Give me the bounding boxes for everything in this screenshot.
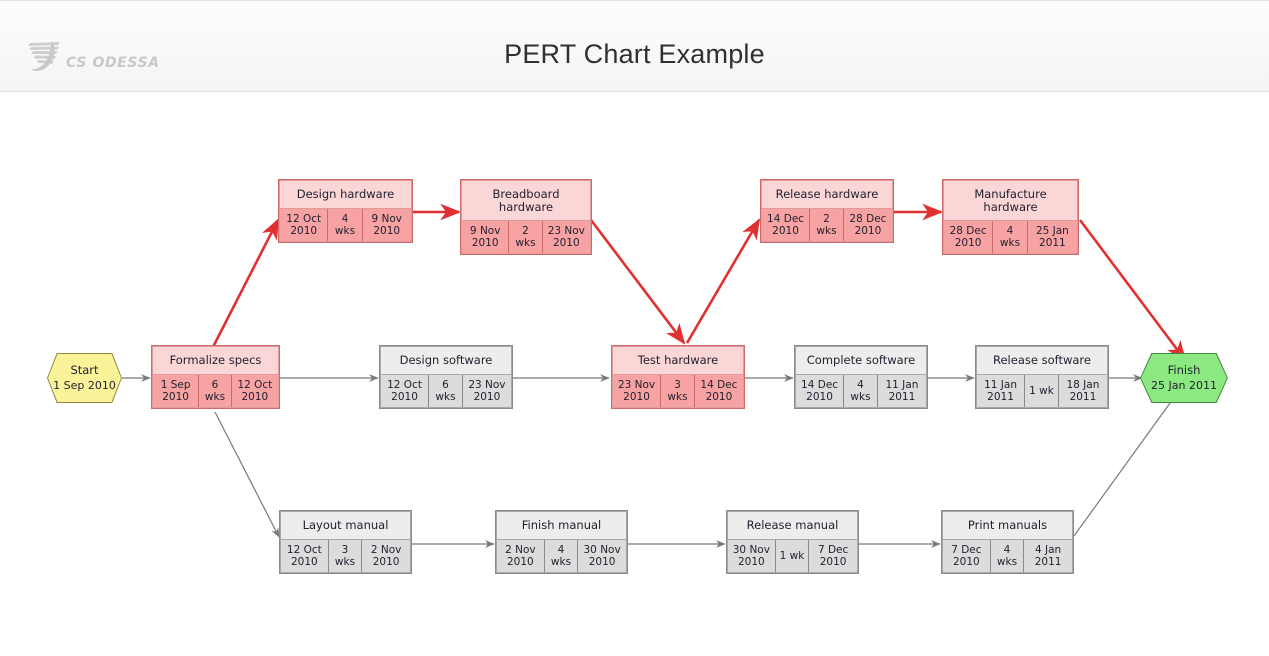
page-header: CS ODESSA PERT Chart Example	[0, 0, 1269, 92]
task-detail-row: 12 Oct 2010 3 wks 2 Nov 2010	[280, 540, 411, 573]
task-end-date: 28 Dec 2010	[849, 213, 887, 237]
task-title: Finish manual	[496, 511, 627, 540]
task-start-date: 9 Nov 2010	[462, 221, 510, 253]
task-duration: 4 wks	[844, 375, 878, 407]
task-start-date: 2 Nov 2010	[497, 540, 545, 572]
task-duration: 4 wks	[328, 209, 363, 241]
task-start-date: 12 Oct 2010	[381, 375, 430, 407]
task-end-date: 30 Nov 2010	[583, 544, 621, 568]
task-design-hardware[interactable]: Design hardware 12 Oct 2010 4 wks 9 Nov …	[278, 179, 413, 243]
task-duration: 4 wks	[993, 221, 1028, 253]
task-end-date: 25 Jan 2011	[1035, 225, 1069, 249]
task-start-date: 7 Dec 2010	[943, 540, 991, 572]
task-end-date: 11 Jan 2011	[885, 379, 919, 403]
task-detail-row: 28 Dec 2010 4 wks 25 Jan 2011	[943, 221, 1078, 254]
finish-node-label: Finish	[1167, 363, 1201, 377]
task-title: Print manuals	[942, 511, 1073, 540]
task-title: Breadboard hardware	[461, 180, 591, 221]
task-duration: 3 wks	[329, 540, 363, 572]
task-end-date: 9 Nov 2010	[371, 213, 402, 237]
task-duration: 1 wk	[1025, 375, 1059, 407]
task-duration: 6 wks	[429, 375, 463, 407]
finish-node-date: 25 Jan 2011	[1151, 379, 1217, 392]
task-start-date: 14 Dec 2010	[796, 375, 845, 407]
task-detail-row: 9 Nov 2010 2 wks 23 Nov 2010	[461, 221, 591, 254]
task-title: Release manual	[727, 511, 858, 540]
task-duration: 4 wks	[545, 540, 579, 572]
task-start-date: 28 Dec 2010	[944, 221, 994, 253]
edge-formalize-specs-to-design-hardware	[211, 218, 280, 348]
task-release-hardware[interactable]: Release hardware 14 Dec 2010 2 wks 28 De…	[760, 179, 894, 243]
task-finish-manual[interactable]: Finish manual 2 Nov 2010 4 wks 30 Nov 20…	[495, 510, 628, 574]
task-detail-row: 14 Dec 2010 2 wks 28 Dec 2010	[761, 209, 893, 242]
swoosh-logo-icon	[28, 41, 60, 72]
task-start-date: 23 Nov 2010	[613, 375, 662, 407]
start-node-label: Start	[70, 363, 99, 377]
task-manufacture-hardware[interactable]: Manufacture hardware 28 Dec 2010 4 wks 2…	[942, 179, 1079, 255]
edge-print-manuals-to-finish	[1073, 391, 1179, 537]
task-title: Complete software	[795, 346, 927, 375]
task-detail-row: 7 Dec 2010 4 wks 4 Jan 2011	[942, 540, 1073, 573]
task-start-date: 30 Nov 2010	[728, 540, 776, 572]
task-duration: 2 wks	[509, 221, 543, 253]
task-title: Formalize specs	[152, 346, 279, 375]
task-print-manuals[interactable]: Print manuals 7 Dec 2010 4 wks 4 Jan 201…	[941, 510, 1074, 574]
start-node-date: 1 Sep 2010	[53, 379, 116, 392]
task-duration: 6 wks	[199, 375, 232, 407]
task-title: Release software	[976, 346, 1108, 375]
logo-text: CS ODESSA	[66, 55, 160, 71]
task-breadboard-hardware[interactable]: Breadboard hardware 9 Nov 2010 2 wks 23 …	[460, 179, 592, 255]
task-detail-row: 1 Sep 2010 6 wks 12 Oct 2010	[152, 375, 279, 408]
task-start-date: 12 Oct 2010	[281, 540, 329, 572]
task-start-date: 12 Oct 2010	[280, 209, 329, 241]
task-start-date: 11 Jan 2011	[977, 375, 1026, 407]
task-end-date: 14 Dec 2010	[700, 379, 738, 403]
edge-manufacture-hardware-to-finish	[1078, 219, 1187, 362]
task-complete-software[interactable]: Complete software 14 Dec 2010 4 wks 11 J…	[794, 345, 928, 409]
task-end-date: 2 Nov 2010	[370, 544, 402, 568]
task-formalize-specs[interactable]: Formalize specs 1 Sep 2010 6 wks 12 Oct …	[151, 345, 280, 409]
task-detail-row: 11 Jan 2011 1 wk 18 Jan 2011	[976, 375, 1108, 408]
task-detail-row: 12 Oct 2010 4 wks 9 Nov 2010	[279, 209, 412, 242]
start-node[interactable]: Start 1 Sep 2010	[48, 354, 121, 402]
diagram-canvas: Start 1 Sep 2010 Finish 25 Jan 2011 Desi…	[0, 92, 1269, 656]
task-end-date: 7 Dec 2010	[817, 544, 849, 568]
task-duration: 3 wks	[661, 375, 695, 407]
task-detail-row: 14 Dec 2010 4 wks 11 Jan 2011	[795, 375, 927, 408]
task-test-hardware[interactable]: Test hardware 23 Nov 2010 3 wks 14 Dec 2…	[611, 345, 745, 409]
page-title: PERT Chart Example	[504, 39, 765, 69]
task-title: Design software	[380, 346, 512, 375]
task-start-date: 14 Dec 2010	[762, 209, 811, 241]
task-title: Layout manual	[280, 511, 411, 540]
edge-breadboard-hardware-to-test-hardware	[589, 219, 686, 345]
task-end-date: 23 Nov 2010	[468, 379, 506, 403]
task-duration: 4 wks	[991, 540, 1025, 572]
task-duration: 1 wk	[776, 540, 810, 572]
task-end-date: 23 Nov 2010	[547, 225, 585, 249]
task-release-software[interactable]: Release software 11 Jan 2011 1 wk 18 Jan…	[975, 345, 1109, 409]
task-detail-row: 2 Nov 2010 4 wks 30 Nov 2010	[496, 540, 627, 573]
edge-test-hardware-to-release-hardware	[685, 218, 761, 344]
cs-odessa-logo: CS ODESSA	[22, 37, 162, 77]
task-start-date: 1 Sep 2010	[153, 375, 200, 407]
task-release-manual[interactable]: Release manual 30 Nov 2010 1 wk 7 Dec 20…	[726, 510, 859, 574]
task-layout-manual[interactable]: Layout manual 12 Oct 2010 3 wks 2 Nov 20…	[279, 510, 412, 574]
task-end-date: 12 Oct 2010	[237, 379, 273, 403]
task-duration: 2 wks	[810, 209, 844, 241]
task-title: Design hardware	[279, 180, 412, 209]
task-end-date: 4 Jan 2011	[1034, 544, 1062, 568]
task-detail-row: 23 Nov 2010 3 wks 14 Dec 2010	[612, 375, 744, 408]
finish-node[interactable]: Finish 25 Jan 2011	[1141, 354, 1227, 402]
task-title: Release hardware	[761, 180, 893, 209]
task-title: Test hardware	[612, 346, 744, 375]
task-design-software[interactable]: Design software 12 Oct 2010 6 wks 23 Nov…	[379, 345, 513, 409]
edge-formalize-specs-to-layout-manual	[214, 411, 280, 538]
task-title: Manufacture hardware	[943, 180, 1078, 221]
task-detail-row: 30 Nov 2010 1 wk 7 Dec 2010	[727, 540, 858, 573]
task-detail-row: 12 Oct 2010 6 wks 23 Nov 2010	[380, 375, 512, 408]
task-end-date: 18 Jan 2011	[1066, 379, 1100, 403]
